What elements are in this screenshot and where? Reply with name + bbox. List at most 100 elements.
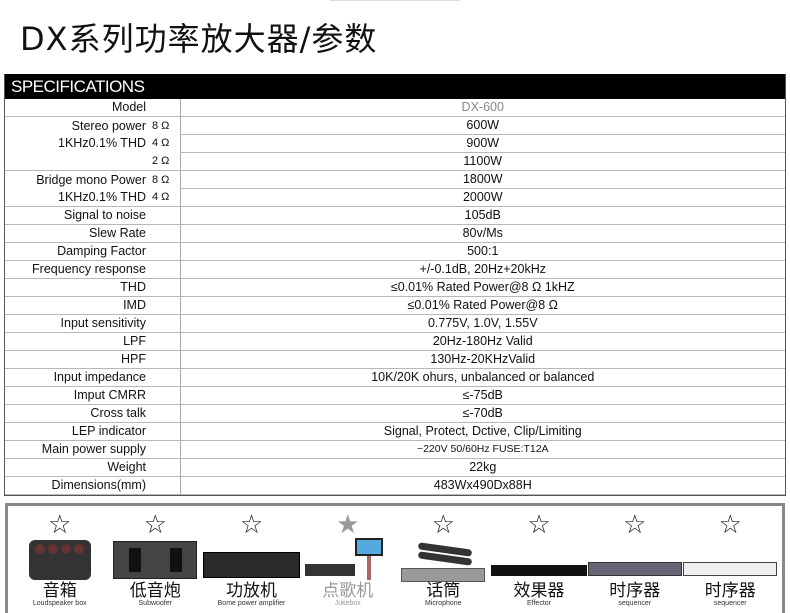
page-title: DX系列功率放大器/参数 bbox=[20, 20, 378, 58]
spec-label: LEP indicator bbox=[5, 422, 150, 442]
spec-label: HPF bbox=[5, 350, 150, 370]
spec-value: 2000W bbox=[179, 188, 785, 208]
product-image bbox=[396, 538, 492, 582]
table-row: Main power supply~220V 50/60Hz FUSE:T12A bbox=[5, 440, 785, 460]
product-name-en: Subwoofer bbox=[138, 600, 172, 607]
product-name: 低音炮 bbox=[129, 581, 181, 601]
spec-label: Cross talk bbox=[5, 404, 150, 424]
table-row: LPF 20Hz-180Hz Valid bbox=[5, 332, 785, 352]
spec-label: Model bbox=[5, 99, 150, 118]
star-outline-icon: ☆ bbox=[239, 509, 264, 539]
spec-impedance bbox=[150, 260, 180, 280]
product-name-en: Loudspeaker box bbox=[32, 600, 87, 607]
product-image bbox=[300, 538, 396, 582]
table-row: Cross talk≤-70dB bbox=[5, 404, 785, 424]
star-outline-icon: ☆ bbox=[431, 509, 455, 539]
spec-label: Signal to noise bbox=[5, 206, 150, 226]
spec-impedance bbox=[150, 278, 180, 298]
specifications-header: SPECIFICATIONS bbox=[5, 74, 785, 99]
spec-label: Imput CMRR bbox=[5, 386, 150, 406]
spec-value: 900W bbox=[179, 134, 785, 154]
star-outline-icon: ☆ bbox=[623, 509, 647, 539]
spec-label: Input sensitivity bbox=[5, 314, 150, 334]
spec-label: Stereo power bbox=[71, 118, 146, 133]
divider bbox=[330, 0, 460, 1]
star-outline-icon: ☆ bbox=[718, 509, 742, 539]
spec-label: Slew Rate bbox=[5, 224, 150, 244]
product-name: 话筒 bbox=[426, 581, 461, 601]
product-name-en: sequencer bbox=[713, 600, 747, 607]
spec-label bbox=[5, 152, 150, 172]
table-row: 1KHz0.1% THD 4 Ω 900W bbox=[5, 134, 785, 154]
spec-label: 1KHz0.1% THD bbox=[5, 188, 150, 208]
product-image bbox=[108, 538, 204, 582]
spec-impedance: 4 Ω bbox=[152, 137, 170, 150]
spec-value: 1800W bbox=[179, 170, 785, 190]
spec-label: 1KHz0.1% THD bbox=[58, 136, 146, 151]
product-name-en: Bome power amplifier bbox=[217, 600, 286, 607]
star-outline-icon: ☆ bbox=[48, 509, 72, 539]
product-name: 音箱 bbox=[42, 581, 77, 601]
spec-value: 500:1 bbox=[179, 242, 785, 262]
star-outline-icon: ☆ bbox=[527, 509, 551, 539]
table-row: Input sensitivity 0.775V, 1.0V, 1.55V bbox=[5, 314, 785, 334]
spec-label: Bridge mono Power bbox=[36, 172, 146, 187]
table-row: Input impedance 10K/20K ohurs, unbalanced… bbox=[5, 368, 785, 388]
product-image bbox=[12, 538, 108, 582]
spec-impedance bbox=[150, 350, 180, 370]
spec-impedance bbox=[150, 332, 180, 352]
table-row: Frequency response +/-0.1dB, 20Hz+20kHz bbox=[5, 260, 785, 280]
spec-impedance bbox=[150, 242, 180, 262]
spec-label: IMD bbox=[5, 296, 150, 316]
spec-impedance bbox=[150, 206, 180, 226]
table-row: HPF 130Hz-20KHzValid bbox=[5, 350, 785, 370]
table-row: Dimensions(mm)483Wx490Dx88H bbox=[5, 476, 785, 496]
product-image bbox=[683, 538, 779, 582]
spec-impedance bbox=[150, 296, 180, 316]
spec-label: Damping Factor bbox=[5, 242, 150, 262]
spec-value: 10K/20K ohurs, unbalanced or balanced bbox=[179, 368, 785, 388]
spec-impedance bbox=[150, 368, 180, 388]
spec-value: DX-600 bbox=[179, 99, 785, 118]
spec-impedance bbox=[150, 224, 180, 244]
spec-value: 0.775V, 1.0V, 1.55V bbox=[179, 314, 785, 334]
spec-value: 130Hz-20KHzValid bbox=[179, 350, 785, 370]
product-name: 时序器 bbox=[609, 581, 661, 601]
product-name: 点歌机 bbox=[322, 581, 374, 601]
spec-impedance bbox=[150, 386, 180, 406]
spec-impedance bbox=[150, 314, 180, 334]
spec-impedance: 4 Ω bbox=[150, 188, 180, 208]
spec-label: LPF bbox=[5, 332, 150, 352]
product-name-en: Microphone bbox=[424, 600, 462, 607]
spec-value: 80v/Ms bbox=[179, 224, 785, 244]
spec-impedance bbox=[150, 99, 180, 118]
spec-impedance: 2 Ω bbox=[150, 152, 180, 172]
table-row: Damping Factor 500:1 bbox=[5, 242, 785, 262]
spec-value: 483Wx490Dx88H bbox=[179, 476, 785, 496]
spec-value: 20Hz-180Hz Valid bbox=[179, 332, 785, 352]
spec-impedance: 8 Ω bbox=[152, 119, 170, 132]
spec-label: Input impedance bbox=[5, 368, 150, 388]
product-name: 时序器 bbox=[704, 581, 756, 601]
spec-value: +/-0.1dB, 20Hz+20kHz bbox=[179, 260, 785, 280]
spec-impedance bbox=[150, 458, 180, 478]
table-row: IMD≤0.01% Rated Power@8 Ω bbox=[5, 296, 785, 316]
spec-label: Frequency response bbox=[5, 260, 150, 280]
spec-impedance bbox=[150, 440, 180, 460]
spec-label: Main power supply bbox=[5, 440, 150, 460]
table-row: Slew Rate 80v/Ms bbox=[5, 224, 785, 244]
product-name-en: Jukebox bbox=[334, 600, 361, 607]
product-image bbox=[491, 538, 587, 582]
